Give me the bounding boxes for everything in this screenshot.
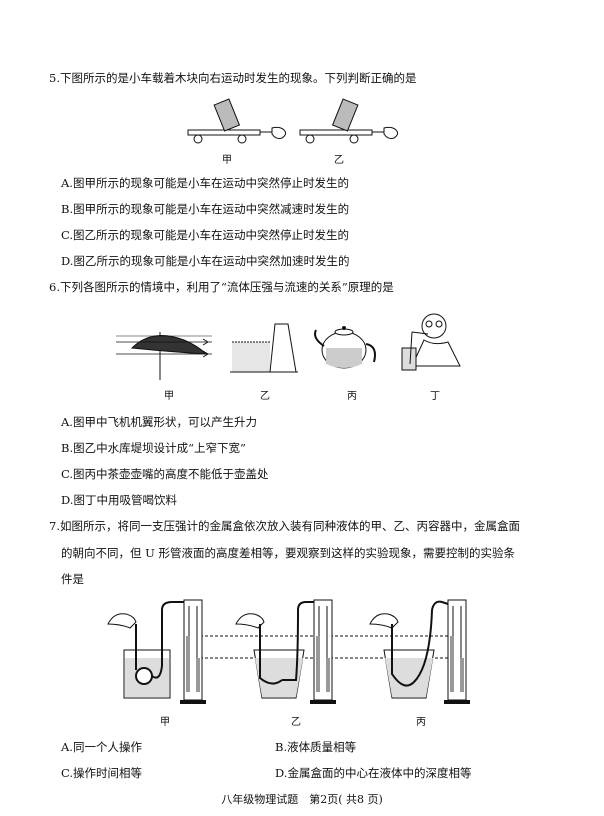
- q7-stem-line3: 件是: [61, 572, 84, 586]
- q5-option-c: C.图乙所示的现象可能是小车在运动中突然停止时发生的: [61, 228, 350, 242]
- cart-jia-drawing: [188, 99, 286, 143]
- page-footer: 八年级物理试题 第2页( 共8 页): [221, 793, 383, 806]
- q6-option-d: D.图丁中用吸管喝饮料: [61, 493, 177, 507]
- q5-stem: 5.下图所示的是小车载着木块向右运动时发生的现象。下列判断正确的是: [49, 71, 417, 85]
- q6-fig-label-yi: 乙: [260, 391, 270, 402]
- q6-stem: 6.下列各图所示的情境中，利用了“流体压强与流速的关系”原理的是: [49, 280, 394, 294]
- q7-option-d: D.金属盒面的中心在液体中的深度相等: [275, 766, 472, 780]
- q7-option-c: C.操作时间相等: [61, 766, 143, 780]
- dam-drawing: [230, 324, 298, 372]
- q7-stem-line2: 的朝向不同，但 U 形管液面的高度差相等，要观察到这样的实验现象，需要控制的实验…: [61, 546, 515, 560]
- q7-option-a: A.同一个人操作: [61, 740, 142, 754]
- q5-fig-label-yi: 乙: [334, 155, 344, 166]
- teapot-drawing: [315, 326, 375, 368]
- q6-option-b: B.图乙中水库堤坝设计成“上窄下宽”: [61, 441, 246, 455]
- setup-bing-drawing: [370, 600, 470, 704]
- q6-option-c: C.图丙中茶壶壶嘴的高度不能低于壶盖处: [61, 467, 269, 481]
- q7-fig-label-jia: 甲: [160, 717, 170, 728]
- airplane-wing-drawing: [116, 332, 212, 380]
- q7-figure-pressure-gauge-setups: [100, 596, 470, 704]
- q5-option-a: A.图甲所示的现象可能是小车在运动中突然停止时发生的: [61, 176, 349, 190]
- q5-fig-label-jia: 甲: [222, 155, 232, 166]
- setup-jia-drawing: [108, 600, 206, 704]
- q6-fig-label-ding: 丁: [430, 391, 440, 402]
- q5-option-d: D.图乙所示的现象可能是小车在运动中突然加速时发生的: [61, 254, 350, 268]
- q5-figure-cart-illustration: [180, 92, 410, 150]
- person-drinking-straw-drawing: [402, 314, 460, 370]
- q6-figure-illustrations: [112, 302, 472, 382]
- setup-yi-drawing: [236, 600, 336, 704]
- q7-fig-label-bing: 丙: [416, 717, 426, 728]
- q6-fig-label-jia: 甲: [164, 391, 174, 402]
- q7-fig-label-yi: 乙: [291, 717, 301, 728]
- q7-option-b: B.液体质量相等: [275, 740, 357, 754]
- q6-option-a: A.图甲中飞机机翼形状，可以产生升力: [61, 415, 257, 429]
- q7-stem-line1: 7.如图所示，将同一支压强计的金属盒依次放入装有同种液体的甲、乙、丙容器中，金属…: [49, 519, 520, 533]
- q6-fig-label-bing: 丙: [347, 391, 357, 402]
- q5-option-b: B.图甲所示的现象可能是小车在运动中突然减速时发生的: [61, 202, 350, 216]
- cart-yi-drawing: [300, 99, 398, 143]
